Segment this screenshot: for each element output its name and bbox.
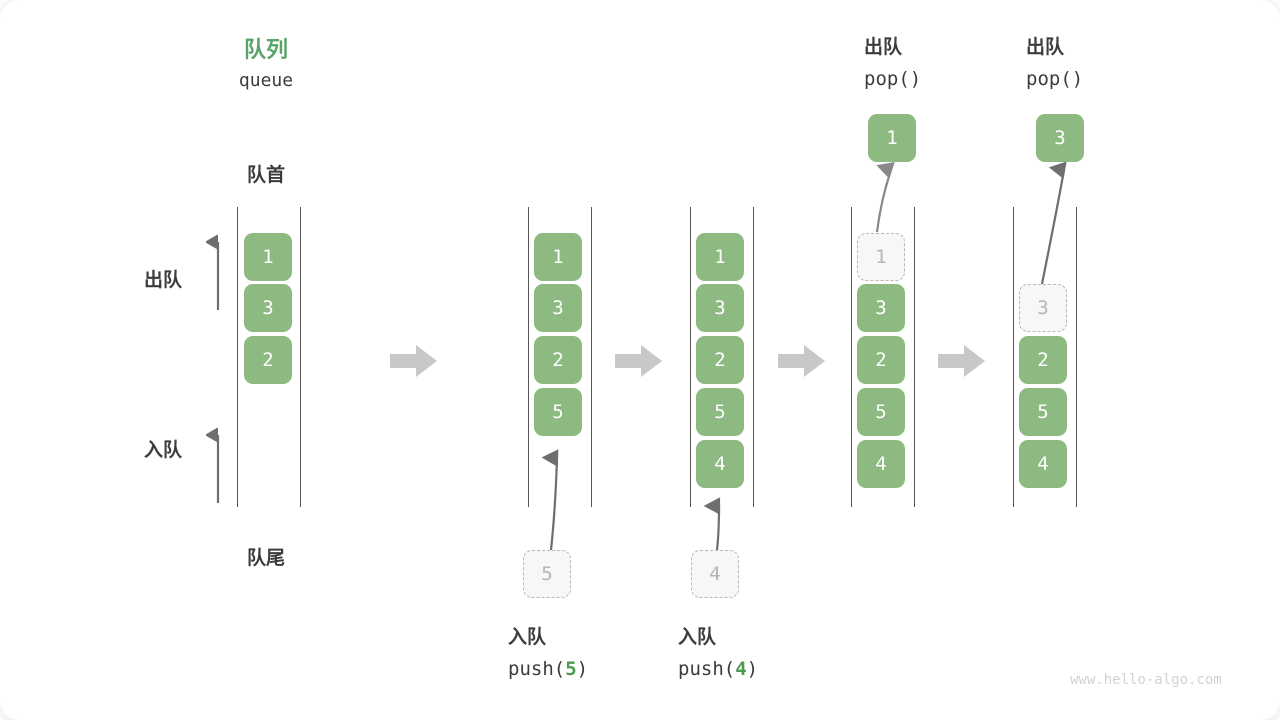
- diagram-title-cn: 队列: [243, 38, 288, 63]
- push5-code-prefix: push(: [508, 658, 566, 680]
- dequeue-direction-arrow-icon: [206, 234, 220, 310]
- rail-left: [1013, 207, 1014, 507]
- push4-code-prefix: push(: [678, 658, 736, 680]
- enqueue-direction-label: 入队: [144, 439, 183, 461]
- pop1-label-code: pop(): [864, 68, 922, 90]
- pop2-label-cn: 出队: [1026, 36, 1065, 58]
- step-separator-arrow-icon: [938, 345, 985, 377]
- step-separator-arrow-icon: [778, 345, 825, 377]
- queue-node: 2: [534, 336, 582, 384]
- rail-right: [1076, 207, 1077, 507]
- queue-node: 2: [244, 336, 292, 384]
- queue-node-ghost: 1: [857, 233, 905, 281]
- queue-node: 3: [244, 284, 292, 332]
- step-separator-arrow-icon: [615, 345, 662, 377]
- queue-node-ghost: 3: [1019, 284, 1067, 332]
- queue-node: 4: [696, 440, 744, 488]
- push4-label-code: push(4): [678, 658, 758, 680]
- push5-flow-arrow-icon: [541, 449, 559, 551]
- queue-node: 5: [534, 388, 582, 436]
- push5-code-value: 5: [565, 658, 577, 680]
- push5-label-code: push(5): [508, 658, 588, 680]
- queue-node: 5: [696, 388, 744, 436]
- queue-node: 2: [696, 336, 744, 384]
- queue-node: 4: [857, 440, 905, 488]
- rail-left: [690, 207, 691, 507]
- push-ghost-node: 5: [523, 550, 571, 598]
- queue-node: 2: [857, 336, 905, 384]
- rail-left: [528, 207, 529, 507]
- enqueue-direction-arrow-icon: [206, 427, 220, 503]
- rail-right: [300, 207, 301, 507]
- push4-flow-arrow-icon: [703, 497, 721, 551]
- diagram-title-en: queue: [238, 70, 294, 91]
- pop1-label-cn: 出队: [864, 36, 903, 58]
- rail-right: [591, 207, 592, 507]
- pop1-flow-arrow-icon: [875, 161, 895, 233]
- queue-node: 1: [244, 233, 292, 281]
- push5-label-cn: 入队: [508, 626, 547, 648]
- queue-node: 5: [1019, 388, 1067, 436]
- rail-left: [851, 207, 852, 507]
- queue-node: 5: [857, 388, 905, 436]
- queue-head-label: 队首: [246, 164, 285, 186]
- pop2-flow-arrow-icon: [1040, 161, 1067, 285]
- rail-right: [914, 207, 915, 507]
- watermark: www.hello-algo.com: [1070, 672, 1222, 688]
- push-ghost-node: 4: [691, 550, 739, 598]
- queue-node: 2: [1019, 336, 1067, 384]
- push4-code-suffix: ): [746, 658, 759, 680]
- rail-right: [753, 207, 754, 507]
- queue-node: 3: [857, 284, 905, 332]
- queue-node: 3: [534, 284, 582, 332]
- queue-node: 3: [696, 284, 744, 332]
- rail-left: [237, 207, 238, 507]
- push4-label-cn: 入队: [678, 626, 717, 648]
- push5-code-suffix: ): [576, 658, 589, 680]
- push4-code-value: 4: [735, 658, 747, 680]
- dequeue-direction-label: 出队: [144, 269, 183, 291]
- popped-node: 1: [868, 114, 916, 162]
- queue-node: 1: [534, 233, 582, 281]
- pop2-label-code: pop(): [1026, 68, 1084, 90]
- queue-node: 4: [1019, 440, 1067, 488]
- popped-node: 3: [1036, 114, 1084, 162]
- step-separator-arrow-icon: [390, 345, 437, 377]
- queue-tail-label: 队尾: [246, 547, 285, 569]
- queue-node: 1: [696, 233, 744, 281]
